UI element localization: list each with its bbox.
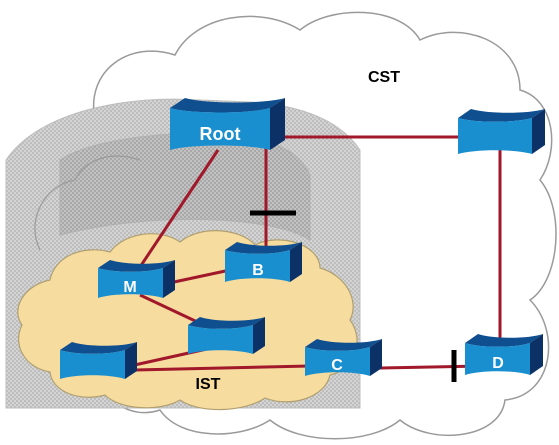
switch-d: D xyxy=(465,334,543,375)
switch-top-right xyxy=(458,109,545,154)
mst-region-inner xyxy=(59,133,311,241)
switch-root: Root xyxy=(170,98,285,150)
switch-d-label: D xyxy=(492,355,504,372)
switch-m-label: M xyxy=(123,279,136,296)
ist-cloud xyxy=(17,230,358,411)
switch-ist-middle xyxy=(188,317,265,354)
switch-b-label: B xyxy=(252,262,264,279)
switch-root-label: Root xyxy=(200,124,241,144)
links xyxy=(129,135,502,372)
cst-cloud-inner-arc xyxy=(34,155,141,251)
switch-ist-left xyxy=(60,342,137,379)
cst-label: CST xyxy=(368,69,400,86)
switch-c-label: C xyxy=(331,357,343,374)
link-root-m xyxy=(136,149,220,271)
ist-label: IST xyxy=(196,376,221,393)
switch-b: B xyxy=(225,242,302,282)
link-istleft-c xyxy=(134,364,311,372)
switch-m: M xyxy=(98,260,175,298)
switch-c: C xyxy=(305,339,382,376)
